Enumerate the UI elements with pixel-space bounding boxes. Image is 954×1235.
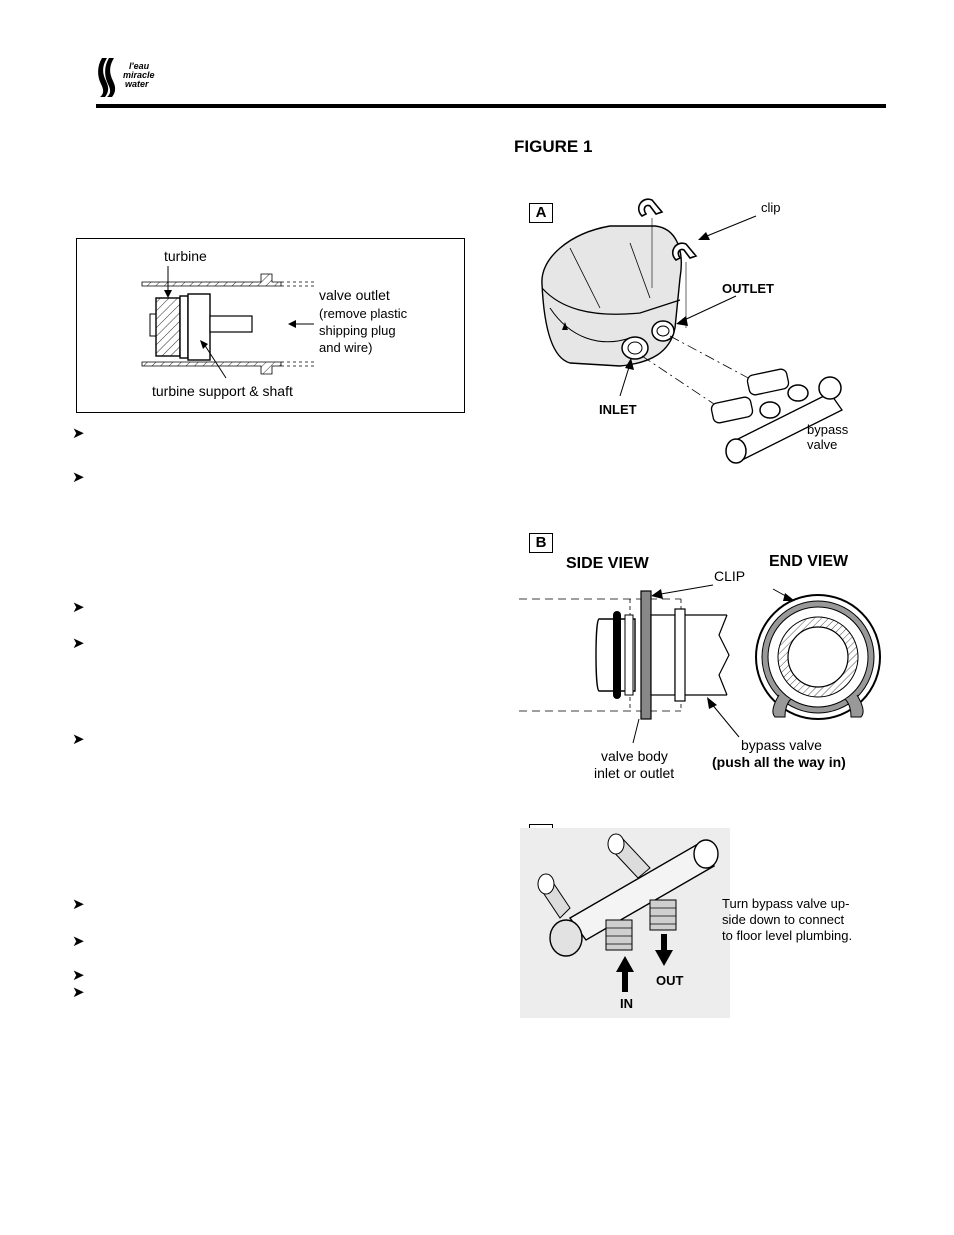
- panel-a-bypass-label-1: bypass: [807, 422, 849, 437]
- panel-c-in-label: IN: [620, 996, 633, 1011]
- outlet-note-1: (remove plastic: [319, 306, 408, 321]
- valve-body-label-2: inlet or outlet: [594, 765, 675, 781]
- logo-line-1: l'eau: [129, 61, 150, 71]
- turbine-drawing: [141, 266, 316, 379]
- panel-a-drawing: [541, 198, 843, 464]
- logo-text: l'eau miracle water: [121, 62, 155, 89]
- figure-title: FIGURE 1: [514, 137, 593, 156]
- bypass-valve-label: bypass valve: [741, 737, 822, 753]
- bullet-marker: ➤: [72, 469, 85, 486]
- end-view-title: END VIEW: [769, 553, 849, 570]
- panel-a-clip-label: clip: [761, 200, 781, 215]
- bullet-marker: ➤: [72, 425, 85, 442]
- bullet-marker: ➤: [72, 731, 85, 748]
- panel-a-inlet-label: INLET: [599, 402, 637, 417]
- bullet-marker: ➤: [72, 984, 85, 1001]
- bullet-marker: ➤: [72, 967, 85, 984]
- valve-outlet-label: valve outlet: [319, 287, 390, 303]
- turbine-support-label: turbine support & shaft: [152, 383, 293, 399]
- bullet-marker: ➤: [72, 896, 85, 913]
- panel-c-note-2: side down to connect: [722, 912, 845, 927]
- panel-a-tag: A: [529, 203, 553, 223]
- outlet-note-2: shipping plug: [319, 323, 396, 338]
- panel-c-out-label: OUT: [656, 973, 684, 988]
- turbine-label: turbine: [164, 248, 207, 264]
- panel-b-clip-label: CLIP: [714, 568, 746, 584]
- outlet-note-3: and wire): [319, 340, 373, 355]
- panel-c-note-3: to floor level plumbing.: [722, 928, 853, 943]
- panel-b-tag: B: [529, 533, 553, 553]
- bullet-marker: ➤: [72, 933, 85, 950]
- panel-b-drawing: [519, 584, 881, 744]
- turbine-diagram: [76, 238, 465, 413]
- bullet-marker: ➤: [72, 635, 85, 652]
- panel-a-bypass-label-2: valve: [807, 437, 838, 452]
- panel-a-outlet-label: OUTLET: [722, 281, 774, 296]
- wave-logo-icon: [98, 58, 116, 97]
- valve-body-label-1: valve body: [601, 748, 668, 764]
- logo-line-2: miracle: [123, 70, 155, 80]
- logo-line-3: water: [125, 79, 149, 89]
- side-view-title: SIDE VIEW: [566, 555, 649, 572]
- panel-c-note-1: Turn bypass valve up-: [722, 896, 850, 911]
- panel-c-drawing: [520, 828, 730, 1018]
- bullet-marker: ➤: [72, 599, 85, 616]
- push-note-label: (push all the way in): [712, 754, 846, 770]
- header-rule: [96, 104, 886, 108]
